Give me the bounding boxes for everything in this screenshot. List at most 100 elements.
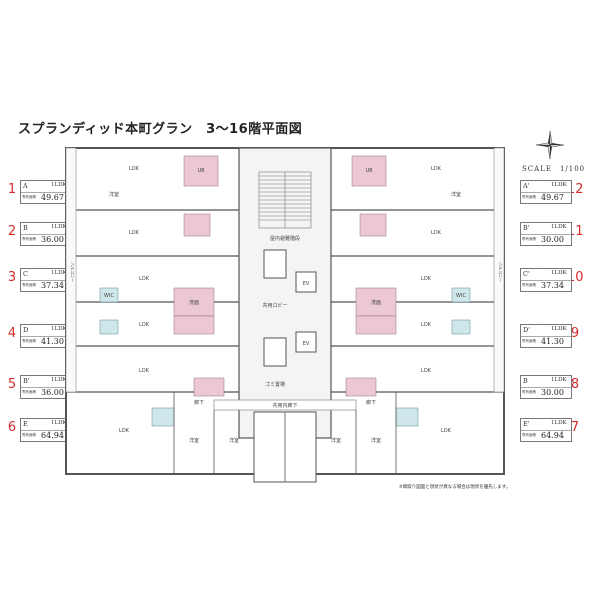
- unit-type-name: B': [23, 377, 30, 385]
- unit-type-header: B 1LDK: [21, 223, 71, 235]
- unit-type-box-5: B' 1LDK 専有面積 36.00: [20, 375, 72, 399]
- unit-number-3: 3: [7, 270, 17, 285]
- room-bath-1: UB: [197, 168, 205, 174]
- room-hall-6: 廊下: [194, 399, 204, 406]
- unit-type-box-2: B 1LDK 専有面積 36.00: [20, 222, 72, 246]
- unit-type-name: B': [523, 224, 530, 232]
- unit-plan-type: 1LDK: [51, 224, 67, 230]
- unit-area-value: 41.30: [541, 337, 564, 346]
- unit-plan-type: 1LDK: [51, 182, 67, 188]
- room-ldk-1: LDK: [129, 166, 140, 172]
- unit-area-label: 専有面積: [522, 195, 536, 199]
- room-ev-2: EV: [303, 341, 310, 347]
- unit-number-6: 6: [7, 420, 17, 435]
- unit-plan-type: 1LDK: [51, 270, 67, 276]
- unit-plan-type: 1LDK: [551, 182, 567, 188]
- room-ldk-11: LDK: [431, 230, 442, 236]
- unit-area-label: 専有面積: [22, 283, 36, 287]
- scale-label: SCALE 1/100: [522, 165, 586, 173]
- unit-area-label: 専有面積: [522, 390, 536, 394]
- room-wic-4: WIC: [104, 293, 114, 299]
- unit-plan-type: 1LDK: [551, 224, 567, 230]
- unit-area-label: 専有面積: [22, 237, 36, 241]
- page-title: スプランディッド本町グラン 3〜16階平面図: [18, 122, 303, 137]
- unit-type-header: E'1LDK: [521, 419, 571, 431]
- room-bed-7a: 洋室: [331, 437, 341, 444]
- unit-type-name: D': [523, 326, 530, 334]
- unit-type-header: D' 1LDK: [521, 325, 571, 337]
- unit-area-value: 36.00: [41, 388, 64, 397]
- unit-area-value: 49.67: [41, 193, 64, 202]
- unit-number-7: 7: [570, 420, 580, 435]
- unit-plan-type: 1LDK: [51, 420, 67, 426]
- unit-number-5: 5: [7, 377, 17, 392]
- unit-type-name: E: [23, 420, 28, 428]
- room-bed-6a: 洋室: [189, 437, 199, 444]
- unit-type-box-3: C 1LDK 専有面積 37.34: [20, 268, 72, 292]
- unit-type-name: C': [523, 270, 530, 278]
- unit-area-label: 専有面積: [522, 237, 536, 241]
- unit-type-header: B' 1LDK: [21, 376, 71, 388]
- room-garbage: ゴミ置場: [265, 381, 285, 388]
- room-ldk-2: LDK: [129, 230, 140, 236]
- room-hall-7: 廊下: [366, 399, 376, 406]
- unit-area-value: 49.67: [541, 193, 564, 202]
- room-ldk-6: LDK: [119, 428, 130, 434]
- unit-number-2: 2: [7, 224, 17, 239]
- balcony-label-right: バルコニー: [498, 262, 503, 282]
- floor-plan: LDK 洋室 LDK LDK LDK LDK LDK LDK 洋室 LDK LD…: [65, 147, 505, 483]
- unit-type-box-9: D' 1LDK 専有面積 41.30: [520, 324, 572, 348]
- unit-plan-type: 1LDK: [51, 326, 67, 332]
- disclaimer-note: ※間取り図面と現状が異なる場合は現状を優先します。: [399, 485, 511, 490]
- room-ev-1: EV: [303, 281, 310, 287]
- room-wash-10: 洗面: [371, 299, 381, 306]
- room-corridor: 共用内廊下: [272, 402, 297, 409]
- unit-area-label: 専有面積: [522, 283, 536, 287]
- room-ldk-8: LDK: [421, 368, 432, 374]
- room-ldk-9: LDK: [421, 322, 432, 328]
- room-wash-3: 洗面: [189, 299, 199, 306]
- unit-type-header: A' 1LDK: [521, 181, 571, 193]
- room-bath-12: UB: [365, 168, 373, 174]
- unit-area-label: 専有面積: [22, 390, 36, 394]
- room-ldk-7: LDK: [441, 428, 452, 434]
- unit-plan-type: 1LDK: [551, 420, 567, 426]
- unit-type-header: B' 1LDK: [521, 223, 571, 235]
- unit-number-1: 1: [7, 182, 17, 197]
- unit-type-header: C' 1LDK: [521, 269, 571, 281]
- room-bed-12: 洋室: [451, 191, 461, 198]
- unit-area-label: 専有面積: [22, 195, 36, 199]
- compass-icon: [535, 130, 565, 160]
- unit-area-value: 37.34: [541, 281, 564, 290]
- balcony-label-left: バルコニー: [70, 262, 75, 282]
- unit-number-4: 4: [7, 326, 17, 341]
- unit-type-name: A': [523, 182, 530, 190]
- unit-area-value: 41.30: [41, 337, 64, 346]
- unit-area-value: 64.94: [41, 431, 64, 440]
- room-ldk-3: LDK: [139, 276, 150, 282]
- unit-plan-type: 1LDK: [551, 270, 567, 276]
- unit-area-value: 36.00: [41, 235, 64, 244]
- room-wic-9: WIC: [456, 293, 466, 299]
- unit-area-label: 専有面積: [22, 339, 36, 343]
- unit-plan-type: 1LDK: [551, 377, 567, 383]
- room-ldk-4: LDK: [139, 322, 150, 328]
- unit-plan-type: 1LDK: [551, 326, 567, 332]
- room-ldk-12: LDK: [431, 166, 442, 172]
- unit-type-name: B: [23, 224, 28, 232]
- unit-area-label: 専有面積: [522, 339, 536, 343]
- unit-plan-type: 1LDK: [51, 377, 67, 383]
- unit-area-value: 37.34: [41, 281, 64, 290]
- room-bed-7b: 洋室: [371, 437, 381, 444]
- unit-type-name: C: [23, 270, 28, 278]
- unit-type-header: C 1LDK: [21, 269, 71, 281]
